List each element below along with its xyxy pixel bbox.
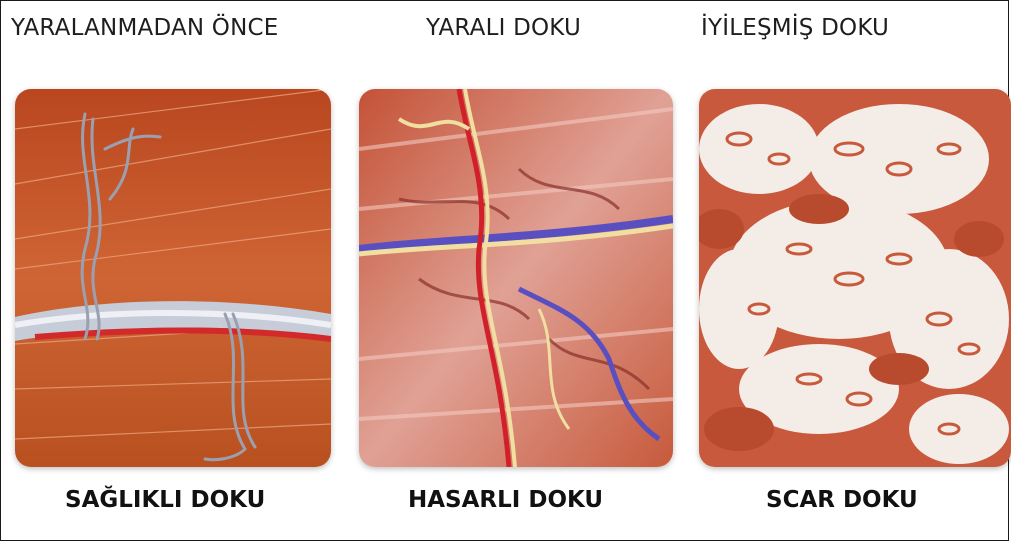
- label-damaged-tissue: HASARLI DOKU: [408, 487, 603, 513]
- damaged-tissue-image: [359, 89, 673, 467]
- label-before-injury: YARALANMADAN ÖNCE: [11, 15, 279, 41]
- label-healthy-tissue: SAĞLIKLI DOKU: [65, 487, 265, 513]
- label-injured-tissue: YARALI DOKU: [426, 15, 581, 41]
- healthy-tissue-image: [15, 89, 331, 467]
- label-scar-tissue: SCAR DOKU: [766, 487, 918, 513]
- label-healed-tissue: İYİLEŞMİŞ DOKU: [701, 15, 889, 41]
- scar-tissue-image: [699, 89, 1011, 467]
